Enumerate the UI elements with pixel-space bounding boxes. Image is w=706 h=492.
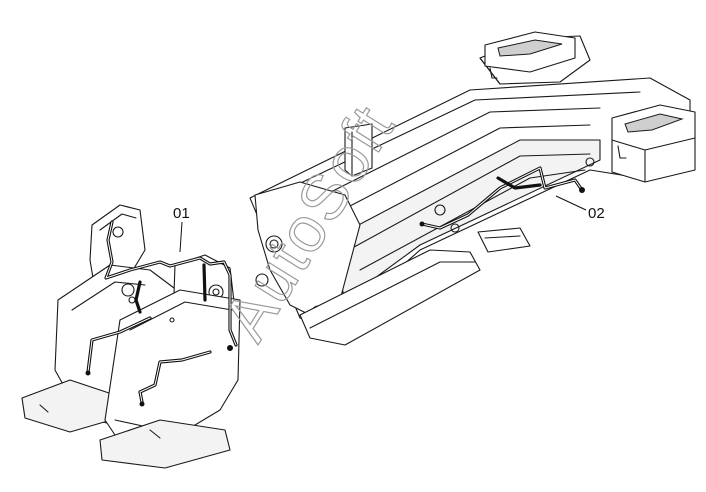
callout-02-label: 02 xyxy=(588,205,605,222)
rear-frame xyxy=(249,31,696,346)
front-frame xyxy=(21,204,241,469)
harness-01 xyxy=(85,220,238,407)
harness-02 xyxy=(419,166,585,230)
callout-02: 02 xyxy=(555,195,605,222)
callout-01-label: 01 xyxy=(173,205,190,222)
callout-01: 01 xyxy=(173,205,190,253)
